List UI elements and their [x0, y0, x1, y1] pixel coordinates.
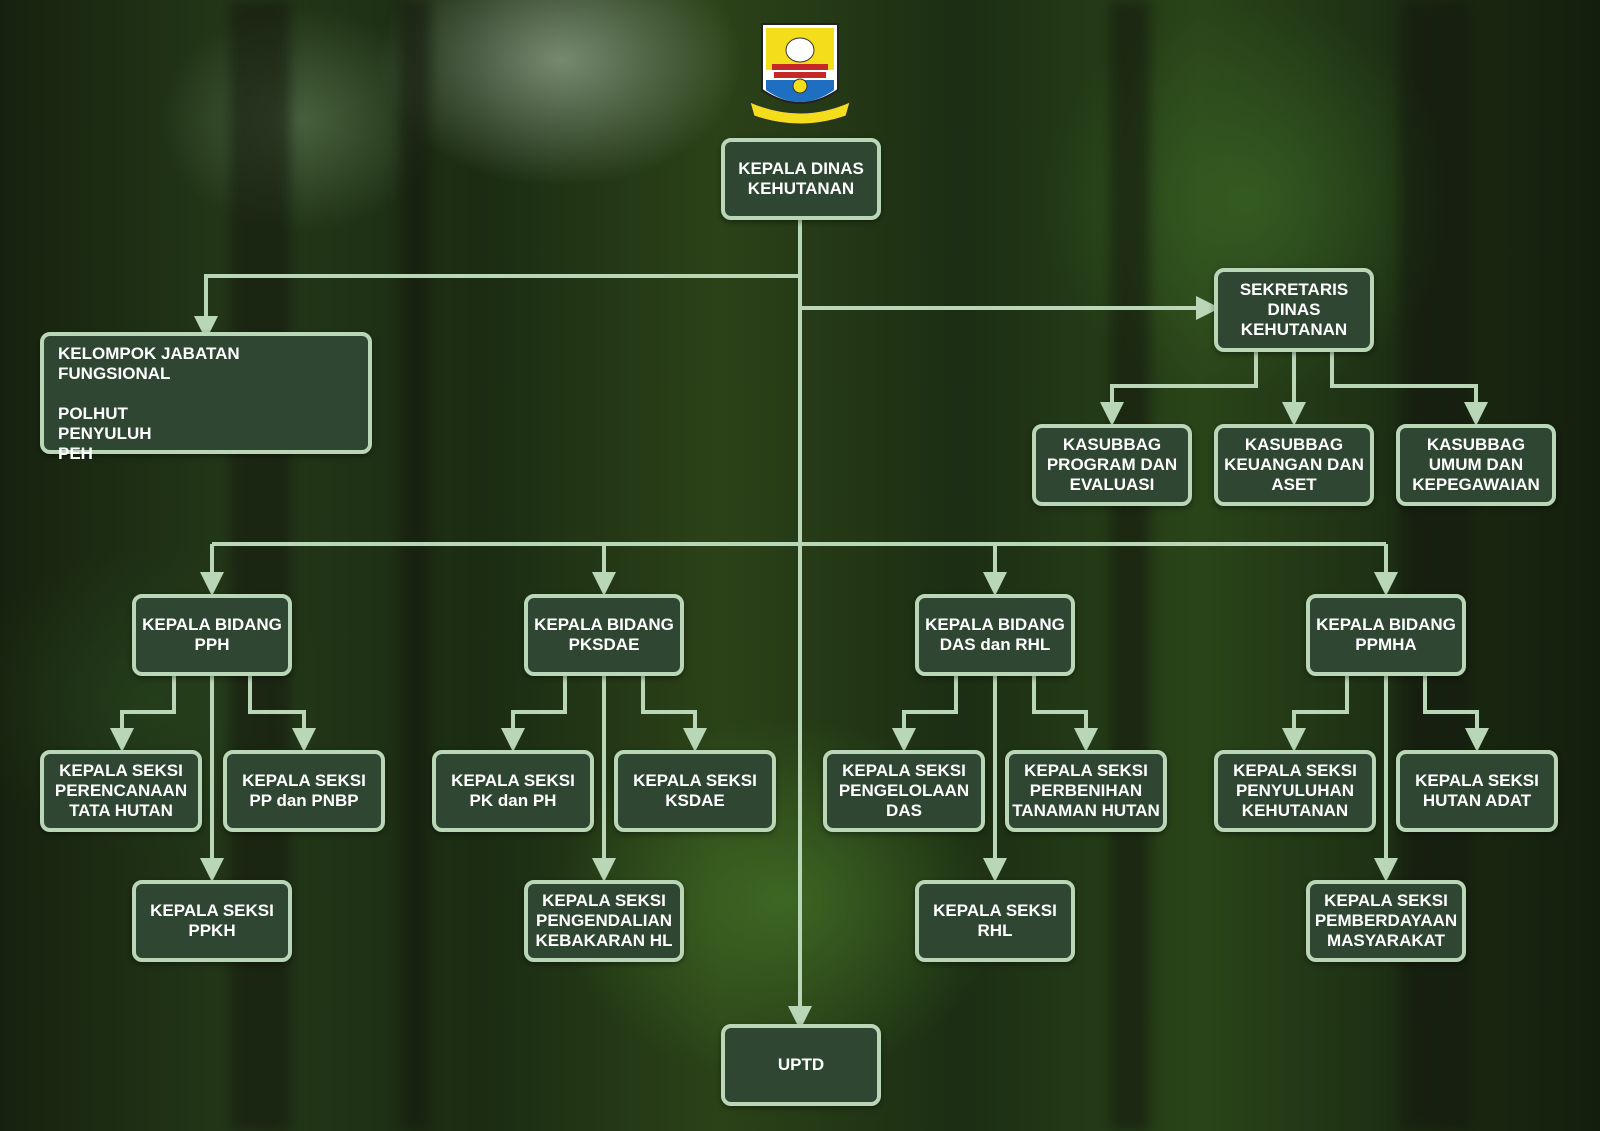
link-pksdae-pkph [501, 674, 567, 752]
link-ppmha-penyuluhan [1282, 674, 1349, 752]
node-seksi-pemberdayaan: KEPALA SEKSI PEMBERDAYAAN MASYARAKAT [1306, 880, 1466, 962]
link-sek-umum [1330, 350, 1488, 426]
node-seksi-rhl: KEPALA SEKSI RHL [915, 880, 1075, 962]
tree-trunk [400, 0, 430, 1131]
jambi-emblem-logo [748, 20, 852, 128]
link-das-pengelolaan [892, 674, 958, 752]
node-kasubbag-program: KASUBBAG PROGRAM DAN EVALUASI [1032, 424, 1192, 506]
node-seksi-hutan-adat: KEPALA SEKSI HUTAN ADAT [1396, 750, 1558, 832]
node-kepala-bidang-das-rhl: KEPALA BIDANG DAS dan RHL [915, 594, 1075, 676]
node-seksi-penyuluhan: KEPALA SEKSI PENYULUHAN KEHUTANAN [1214, 750, 1376, 832]
node-seksi-perbenihan: KEPALA SEKSI PERBENIHAN TANAMAN HUTAN [1005, 750, 1167, 832]
node-kepala-dinas: KEPALA DINAS KEHUTANAN [721, 138, 881, 220]
node-seksi-ppkh: KEPALA SEKSI PPKH [132, 880, 292, 962]
node-seksi-pp-pnbp: KEPALA SEKSI PP dan PNBP [223, 750, 385, 832]
node-uptd: UPTD [721, 1024, 881, 1106]
tree-trunk [1110, 0, 1150, 1131]
node-seksi-perencanaan: KEPALA SEKSI PERENCANAAN TATA HUTAN [40, 750, 202, 832]
node-kepala-bidang-ppmha: KEPALA BIDANG PPMHA [1306, 594, 1466, 676]
link-das-perbenihan [1032, 674, 1098, 752]
node-kepala-bidang-pph: KEPALA BIDANG PPH [132, 594, 292, 676]
node-seksi-ksdae: KEPALA SEKSI KSDAE [614, 750, 776, 832]
link-pph-pnbp [248, 674, 316, 752]
link-kepala-kelompok [194, 274, 800, 340]
node-seksi-kebakaran: KEPALA SEKSI PENGENDALIAN KEBAKARAN HL [524, 880, 684, 962]
link-ppmha-hutanadat [1423, 674, 1489, 752]
link-sek-program [1100, 350, 1258, 426]
node-sekretaris-dinas: SEKRETARIS DINAS KEHUTANAN [1214, 268, 1374, 352]
link-pph-perencanaan [110, 674, 176, 752]
node-seksi-pk-ph: KEPALA SEKSI PK dan PH [432, 750, 594, 832]
node-kasubbag-umum: KASUBBAG UMUM DAN KEPEGAWAIAN [1396, 424, 1556, 506]
node-kasubbag-keuangan: KASUBBAG KEUANGAN DAN ASET [1214, 424, 1374, 506]
node-seksi-pengelolaan-das: KEPALA SEKSI PENGELOLAAN DAS [823, 750, 985, 832]
link-pksdae-ksdae [641, 674, 707, 752]
node-kepala-bidang-pksdae: KEPALA BIDANG PKSDAE [524, 594, 684, 676]
node-kelompok-jabatan-fungsional: KELOMPOK JABATAN FUNGSIONAL POLHUT PENYU… [40, 332, 372, 463]
